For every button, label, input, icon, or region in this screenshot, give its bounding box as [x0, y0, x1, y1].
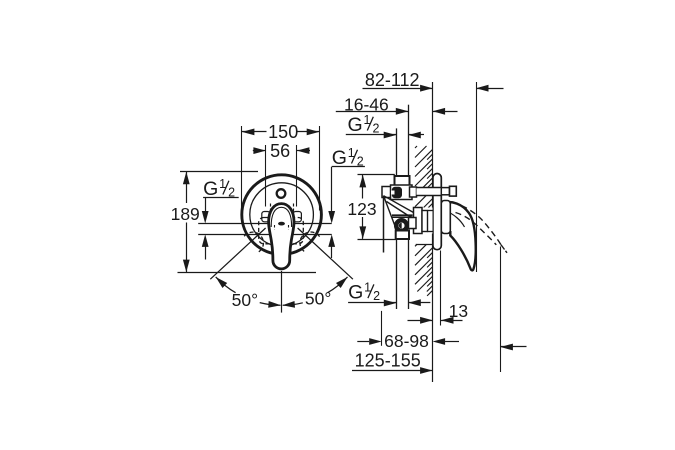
svg-text:1: 1	[364, 113, 371, 127]
svg-text:50°: 50°	[305, 288, 331, 308]
svg-text:G: G	[348, 114, 363, 136]
svg-text:1: 1	[348, 146, 355, 160]
svg-text:123: 123	[347, 199, 376, 219]
svg-text:189: 189	[171, 204, 200, 224]
svg-text:2: 2	[357, 155, 364, 169]
svg-text:G: G	[348, 282, 363, 304]
svg-text:13: 13	[449, 301, 468, 321]
svg-text:68-98: 68-98	[384, 331, 429, 351]
svg-text:2: 2	[373, 122, 380, 136]
svg-text:2: 2	[373, 289, 380, 303]
svg-text:1: 1	[364, 281, 371, 295]
svg-text:56: 56	[270, 141, 290, 161]
svg-text:125-155: 125-155	[355, 351, 421, 371]
svg-text:150: 150	[268, 122, 298, 142]
svg-text:82-112: 82-112	[365, 70, 420, 90]
svg-text:G: G	[332, 147, 347, 169]
svg-text:1: 1	[219, 177, 226, 191]
svg-text:2: 2	[228, 186, 235, 200]
svg-text:50°: 50°	[232, 290, 258, 310]
svg-text:16-46: 16-46	[344, 95, 389, 115]
svg-text:G: G	[203, 178, 218, 200]
